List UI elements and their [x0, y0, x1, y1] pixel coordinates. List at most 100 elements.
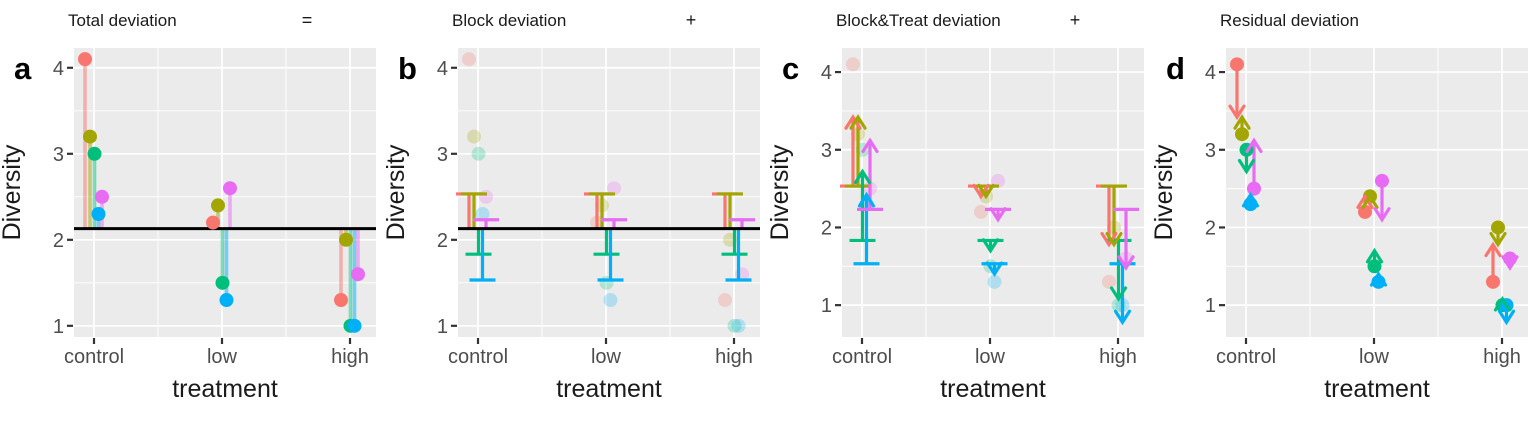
y-tick-label: 1	[53, 316, 64, 338]
panel-letter: b	[398, 51, 417, 86]
y-tick-label: 4	[53, 58, 64, 80]
panel-letter: c	[782, 51, 799, 86]
operator-label: +	[686, 10, 697, 30]
y-tick-label: 2	[1205, 217, 1216, 239]
x-tick-label: high	[1483, 346, 1521, 368]
arrow-head	[985, 261, 1004, 278]
x-tick-label: low	[975, 346, 1006, 368]
observed-point	[78, 52, 92, 67]
panel-background	[1226, 48, 1528, 337]
observed-point	[211, 198, 225, 213]
panel-title: Total deviation	[68, 11, 177, 30]
x-axis-title: treatment	[940, 375, 1046, 403]
y-tick-label: 3	[1205, 140, 1216, 162]
arrow-head	[1497, 309, 1516, 326]
arrow-head	[1484, 241, 1502, 258]
y-tick-label: 2	[437, 230, 448, 252]
y-tick-label: 4	[437, 58, 448, 80]
faded-observed-point	[467, 129, 481, 144]
observed-point	[223, 181, 237, 196]
y-tick-label: 1	[1205, 295, 1216, 317]
arrow-head	[1100, 231, 1118, 248]
arrow-head	[849, 114, 867, 130]
arrow-head	[977, 183, 995, 200]
observed-point	[351, 267, 365, 282]
panel-title: Block deviation	[452, 11, 566, 30]
observed-point	[215, 275, 230, 290]
arrow-head	[989, 207, 1007, 223]
operator-label: =	[302, 10, 313, 30]
x-tick-label: control	[448, 346, 508, 368]
observed-point	[339, 232, 353, 247]
faded-observed-point	[471, 146, 486, 161]
panel-letter: d	[1166, 51, 1185, 86]
faded-observed-point	[1102, 274, 1116, 289]
observed-point	[87, 146, 102, 161]
observed-point	[1367, 259, 1382, 274]
y-tick-label: 1	[821, 295, 832, 317]
faded-observed-point	[987, 274, 1002, 289]
x-tick-label: control	[1216, 346, 1276, 368]
arrow-head	[1245, 137, 1263, 154]
arrow-head	[1237, 158, 1256, 175]
x-axis-title: treatment	[172, 375, 278, 403]
arrow-head	[1109, 286, 1128, 302]
faded-observed-point	[462, 52, 476, 67]
y-tick-label: 4	[821, 62, 832, 84]
arrow-head	[1233, 114, 1251, 130]
observed-point	[1358, 204, 1372, 219]
arrow-head	[844, 114, 862, 130]
arrow-head	[972, 183, 990, 200]
arrow-head	[1228, 104, 1246, 121]
observed-point	[91, 207, 106, 222]
arrow-head	[1361, 193, 1379, 209]
faded-observed-point	[731, 318, 746, 333]
faded-observed-point	[846, 57, 860, 72]
x-axis-title: treatment	[1324, 375, 1430, 403]
operator-label: +	[1070, 10, 1081, 30]
x-axis-title: treatment	[556, 375, 662, 403]
observed-point	[347, 318, 362, 333]
x-tick-label: low	[591, 346, 622, 368]
x-tick-label: high	[715, 346, 753, 368]
arrow-head	[1373, 207, 1391, 223]
x-tick-label: control	[832, 346, 892, 368]
panel-background	[842, 48, 1144, 337]
x-tick-label: high	[1099, 346, 1137, 368]
y-tick-label: 1	[437, 316, 448, 338]
observed-point	[1235, 127, 1249, 142]
faded-observed-point	[991, 173, 1005, 188]
x-tick-label: high	[331, 346, 369, 368]
panel-title: Block&Treat deviation	[836, 11, 1001, 30]
observed-point	[83, 129, 97, 144]
arrow-head	[1365, 247, 1384, 264]
arrow-head	[1489, 231, 1507, 248]
y-axis-title: Diversity	[382, 144, 410, 240]
observed-point	[95, 189, 109, 204]
panel-letter: a	[14, 51, 32, 86]
observed-point	[334, 293, 348, 308]
faded-observed-point	[974, 204, 988, 219]
arrow-head	[861, 137, 879, 154]
x-tick-label: low	[1359, 346, 1390, 368]
faded-observed-point	[603, 293, 618, 308]
observed-point	[219, 293, 234, 308]
arrow-head	[853, 168, 872, 185]
arrow-head	[1501, 255, 1519, 271]
observed-point	[206, 215, 220, 230]
y-tick-label: 2	[53, 230, 64, 252]
faded-observed-point	[607, 181, 621, 196]
arrow-head	[1493, 295, 1512, 312]
arrow-head	[1117, 255, 1135, 271]
y-axis-title: Diversity	[0, 144, 26, 240]
faded-observed-point	[479, 189, 493, 204]
y-axis-title: Diversity	[766, 144, 794, 240]
panel-title: Residual deviation	[1220, 11, 1359, 30]
arrow-head	[981, 238, 1000, 254]
arrow-head	[1113, 309, 1132, 326]
